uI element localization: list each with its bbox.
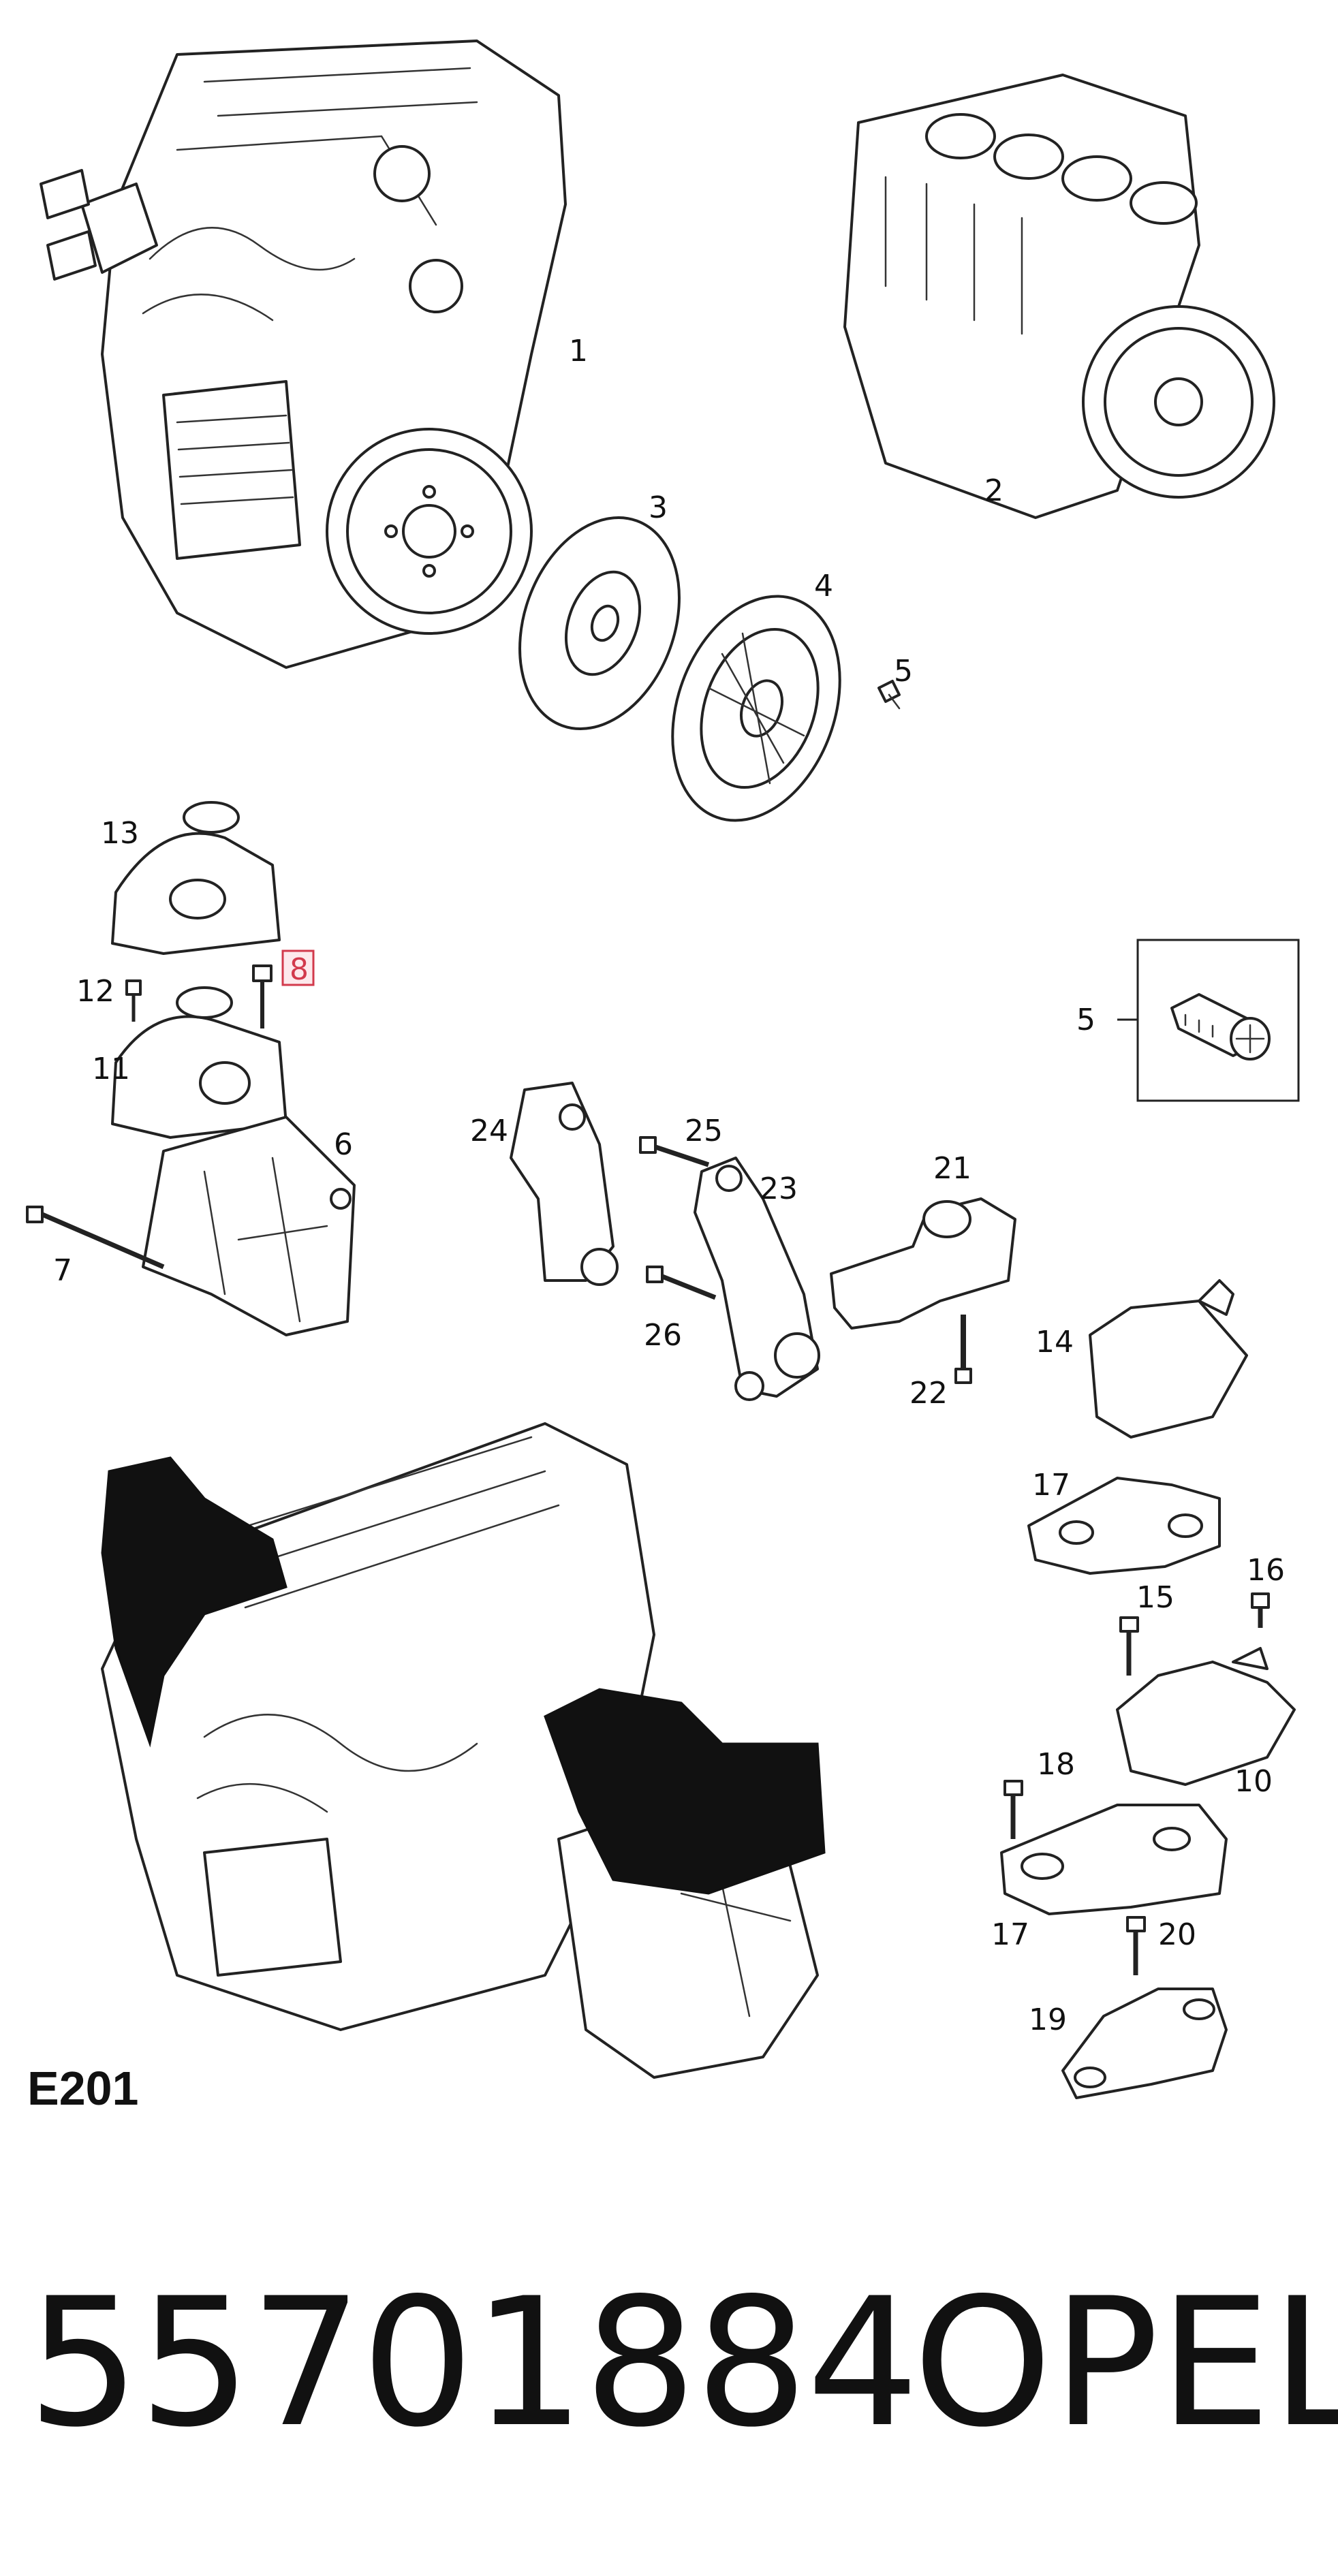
highlighted-callout-8[interactable]: 8	[281, 949, 315, 987]
callout-16: 17	[991, 1917, 1029, 1952]
assembled-engine-view-drawing	[101, 1422, 826, 2079]
engine-block-drawing	[843, 74, 1275, 519]
callout-19: 19	[1029, 2002, 1067, 2037]
mount-12-drawing	[1116, 1647, 1296, 1786]
bracket-24-drawing	[510, 1082, 619, 1286]
mount-13-drawing	[1089, 1279, 1248, 1439]
callout-11: 13	[101, 816, 139, 851]
callout-6: 6	[334, 1127, 353, 1162]
callout-15: 16	[1247, 1553, 1285, 1588]
bolt-5-drawing	[877, 680, 901, 710]
callout-18: 18	[1037, 1747, 1075, 1782]
pressure-plate-drawing	[671, 595, 841, 822]
callout-26: 26	[644, 1318, 682, 1353]
mount-16-drawing	[1000, 1804, 1228, 1915]
callout-23: 23	[760, 1172, 798, 1206]
callout-17: 17	[1032, 1468, 1070, 1503]
bolt-18-drawing	[1004, 1780, 1023, 1839]
bolt-22-drawing	[954, 1315, 972, 1384]
bolt-10-drawing	[125, 979, 142, 1022]
bolt-7-drawing	[26, 1206, 165, 1270]
callout-20: 20	[1158, 1917, 1196, 1952]
callout-5: 5	[894, 654, 913, 689]
bolt-8-drawing	[252, 964, 273, 1028]
part-number: 55701884	[27, 2261, 919, 2466]
callout-25: 25	[685, 1114, 723, 1148]
bolt-15-drawing	[1251, 1592, 1270, 1628]
callout-12: 10	[1234, 1764, 1273, 1799]
callout-22: 22	[909, 1376, 948, 1411]
section-code: E201	[27, 2062, 138, 2115]
bracket-6-drawing	[142, 1116, 356, 1336]
callout-8: 8	[290, 952, 309, 987]
bolt-26-drawing	[646, 1266, 717, 1300]
callout-24: 24	[470, 1114, 508, 1148]
callout-13: 14	[1036, 1325, 1074, 1360]
bolt-detail-box	[1117, 939, 1300, 1102]
bolt-20-drawing	[1126, 1916, 1146, 1975]
callout-14: 15	[1136, 1580, 1174, 1615]
callout-9: 11	[92, 1052, 130, 1086]
mount-17-drawing	[1027, 1477, 1221, 1575]
bolt-14-drawing	[1119, 1616, 1139, 1676]
bolt-25-drawing	[639, 1136, 710, 1167]
callout-5-detail: 5	[1076, 1003, 1095, 1037]
brand-name: OPEL	[913, 2261, 1338, 2466]
callout-7: 7	[53, 1253, 72, 1288]
callout-1: 1	[569, 334, 588, 368]
callout-10: 12	[76, 974, 114, 1009]
mount-19-drawing	[1061, 1988, 1228, 2099]
engine-mount-11-drawing	[111, 801, 281, 955]
callout-3: 3	[649, 490, 668, 525]
callout-4: 4	[814, 569, 833, 603]
mount-21-drawing	[830, 1197, 1016, 1330]
engine-assembly-drawing	[40, 40, 567, 669]
bracket-23-drawing	[694, 1157, 820, 1401]
callout-21: 21	[933, 1151, 971, 1186]
clutch-disc-drawing	[518, 516, 681, 730]
callout-2: 2	[984, 473, 1004, 508]
engine-mount-9-drawing	[111, 986, 287, 1139]
